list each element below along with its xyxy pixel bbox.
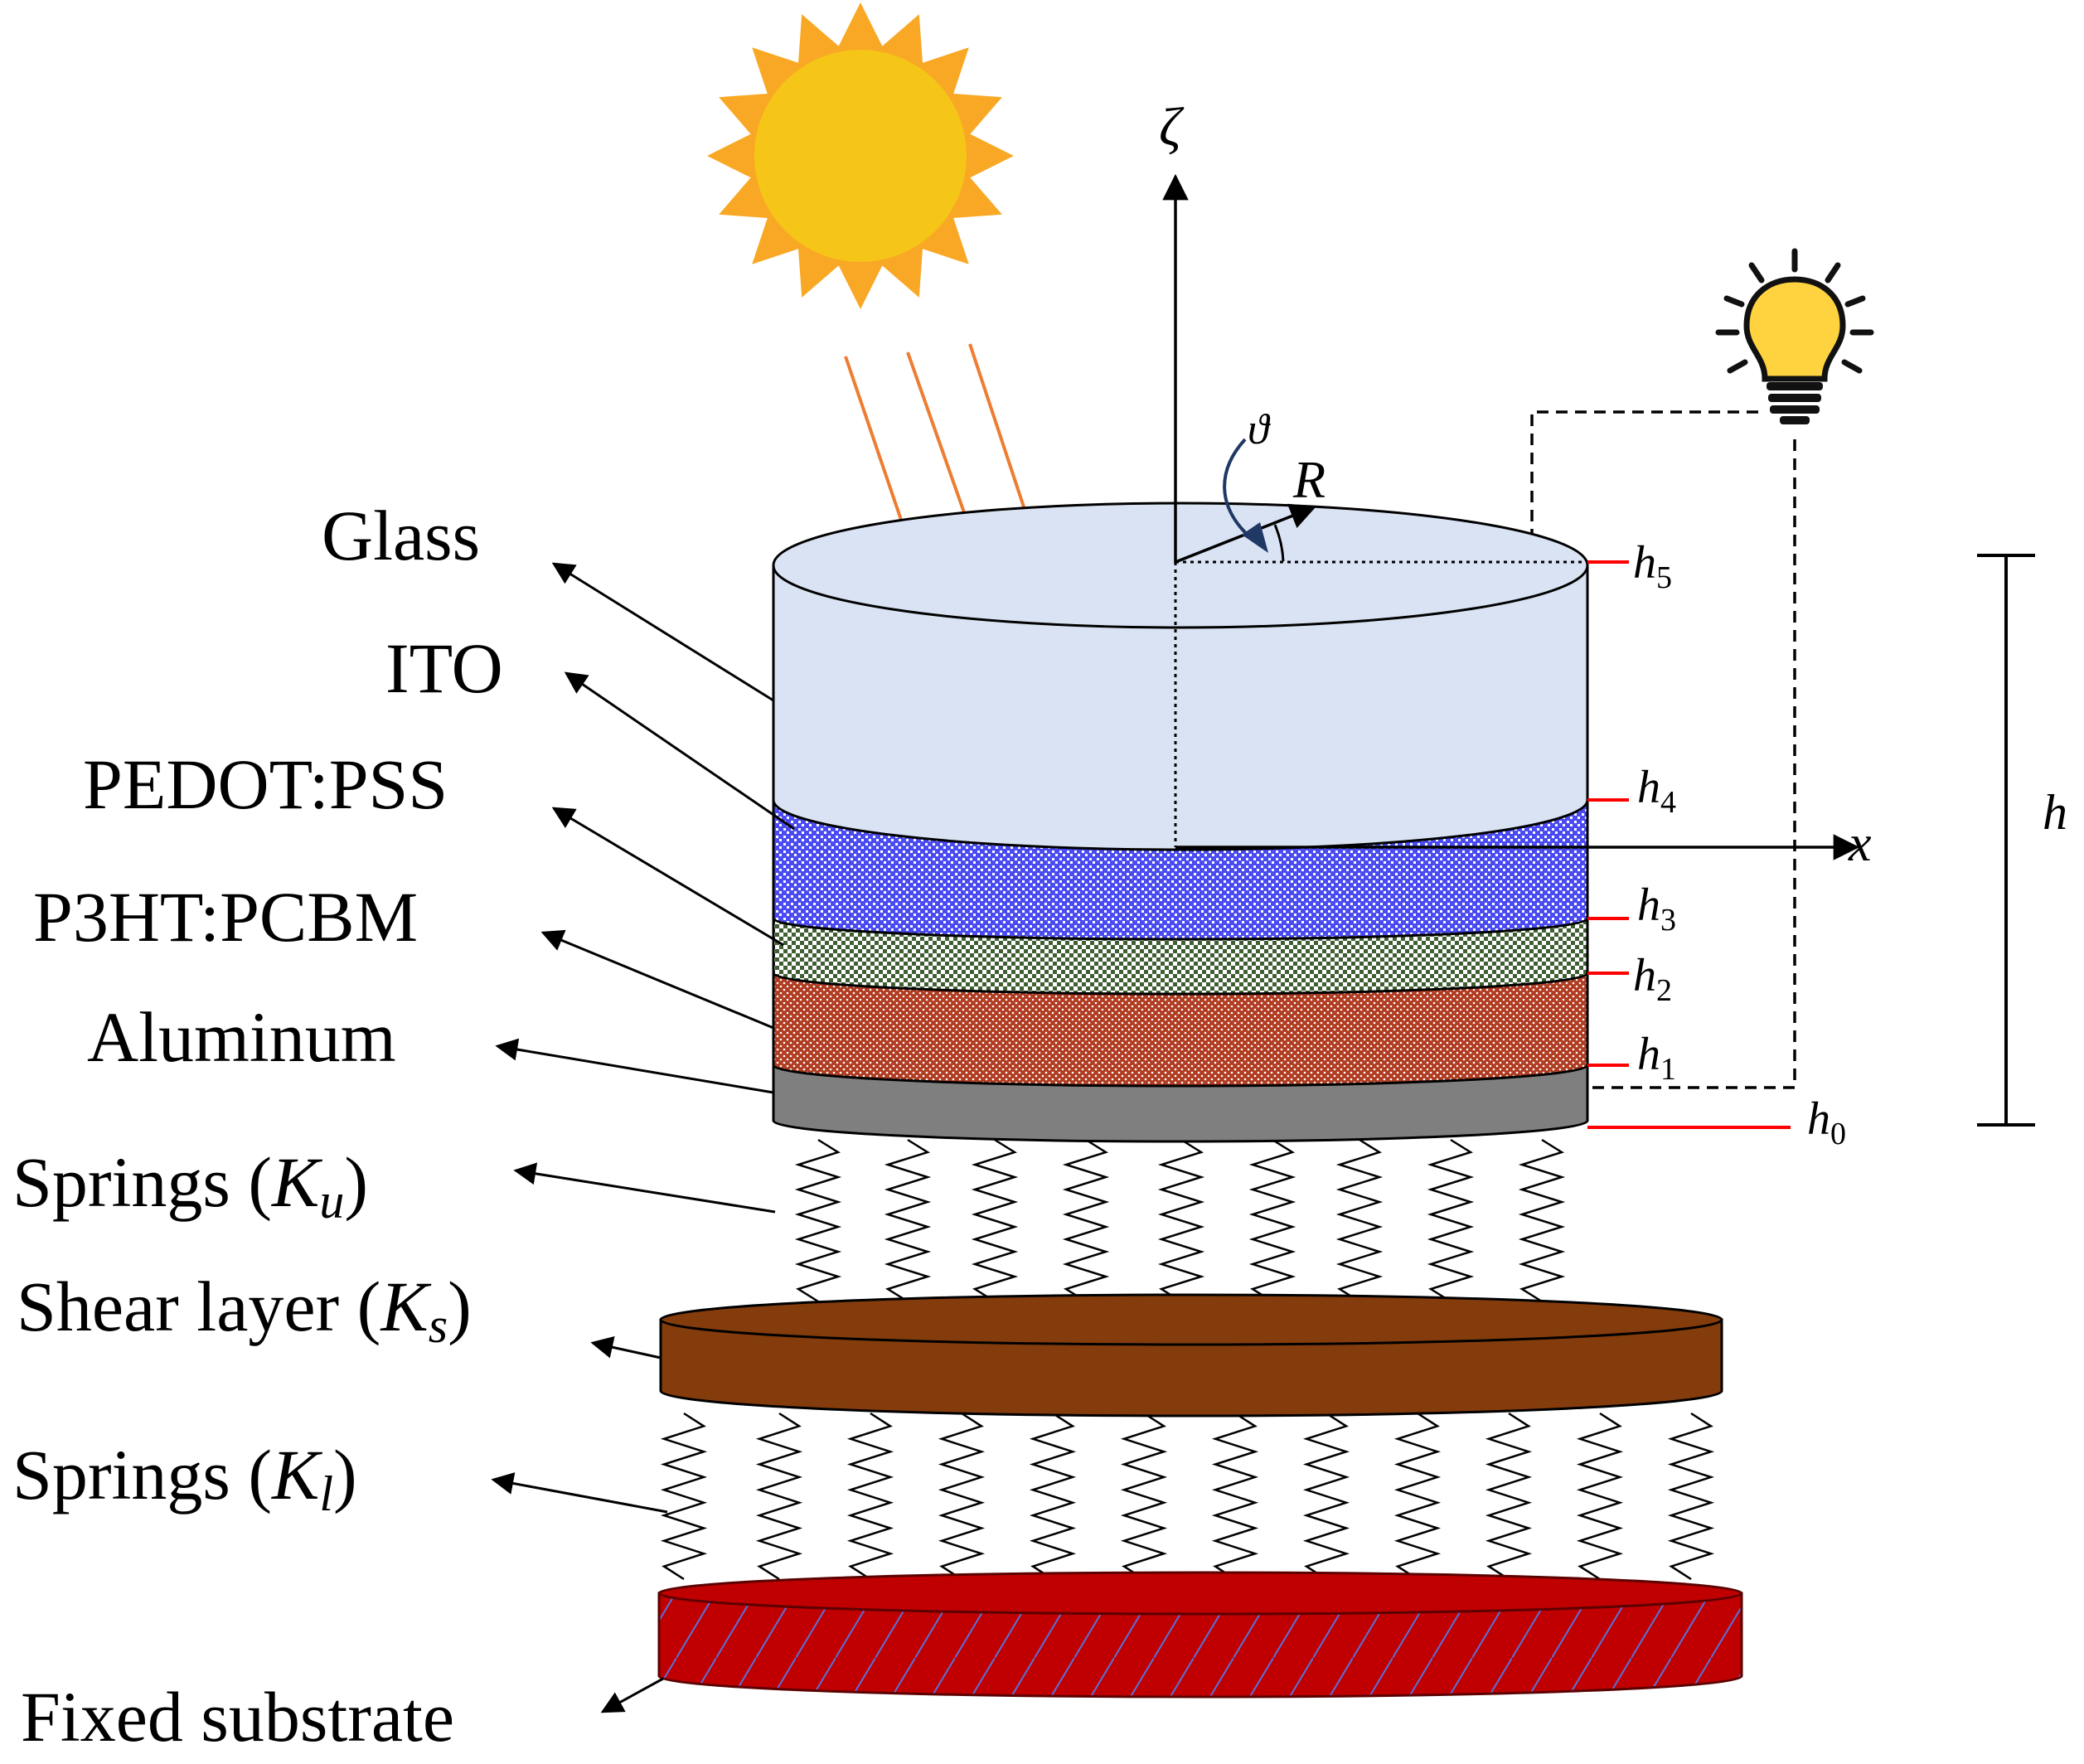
spring (1393, 1412, 1442, 1581)
spring (1576, 1412, 1624, 1581)
glass-layer (772, 564, 1589, 851)
svg-text:h1: h1 (1637, 1029, 1676, 1087)
springs-lower (660, 1412, 1715, 1581)
angle-arrow (1223, 438, 1268, 553)
spring (1427, 1138, 1475, 1303)
leader-arrows (491, 562, 795, 1713)
thickness-bracket (1977, 554, 2035, 1127)
radius-label: R (1292, 450, 1326, 509)
spring (794, 1138, 842, 1303)
svg-text:h4: h4 (1637, 762, 1676, 820)
spring (1302, 1412, 1350, 1581)
height-labels: h5 h4 h3 h2 h1 h0 (1633, 537, 1846, 1151)
spring (1667, 1412, 1715, 1581)
springs-upper (794, 1138, 1566, 1303)
springs-upper-label: Springs (Ku) (12, 1142, 368, 1228)
thickness-label: h (2043, 785, 2067, 840)
spring (938, 1412, 986, 1581)
spring (1062, 1138, 1110, 1303)
spring (971, 1138, 1019, 1303)
x-axis-label: x (1848, 816, 1872, 872)
shear-layer-label: Shear layer (Ks) (17, 1267, 472, 1353)
spring (1120, 1412, 1168, 1581)
glass-label: Glass (322, 496, 480, 575)
spring (660, 1412, 708, 1581)
pedot-pss-label: PEDOT:PSS (83, 744, 448, 824)
aluminum-label: Aluminum (87, 997, 396, 1077)
spring (884, 1138, 932, 1303)
angle-label: ϑ (1248, 406, 1271, 453)
springs-lower-label: Springs (Kl) (12, 1435, 357, 1521)
height-markers (1587, 560, 1791, 1129)
p3ht-pcbm-layer (772, 972, 1589, 1088)
ito-label: ITO (385, 628, 503, 708)
svg-text:h5: h5 (1633, 537, 1672, 595)
spring (846, 1412, 894, 1581)
svg-text:h2: h2 (1633, 950, 1672, 1008)
section-lines (1174, 560, 1587, 847)
svg-text:h3: h3 (1637, 880, 1676, 938)
angle-marker (1273, 524, 1285, 562)
shear-layer (659, 1293, 1723, 1418)
spring (1248, 1138, 1296, 1303)
circuit-wire (1530, 410, 1796, 1089)
svg-text:h0: h0 (1807, 1093, 1846, 1151)
spring (755, 1412, 803, 1581)
spring (1029, 1412, 1077, 1581)
spring (1485, 1412, 1533, 1581)
glass-top (772, 502, 1589, 629)
spring (1335, 1138, 1384, 1303)
spring (1211, 1412, 1259, 1581)
zeta-axis-label: ζ (1159, 97, 1185, 158)
fixed-substrate-label: Fixed substrate (21, 1677, 454, 1757)
spring (1157, 1138, 1205, 1303)
spring (1518, 1138, 1566, 1303)
sun-icon (707, 2, 1014, 309)
light-bulb-icon (1715, 248, 1874, 424)
p3ht-pcbm-label: P3HT:PCBM (33, 877, 418, 957)
fixed-substrate (657, 1571, 1743, 1699)
